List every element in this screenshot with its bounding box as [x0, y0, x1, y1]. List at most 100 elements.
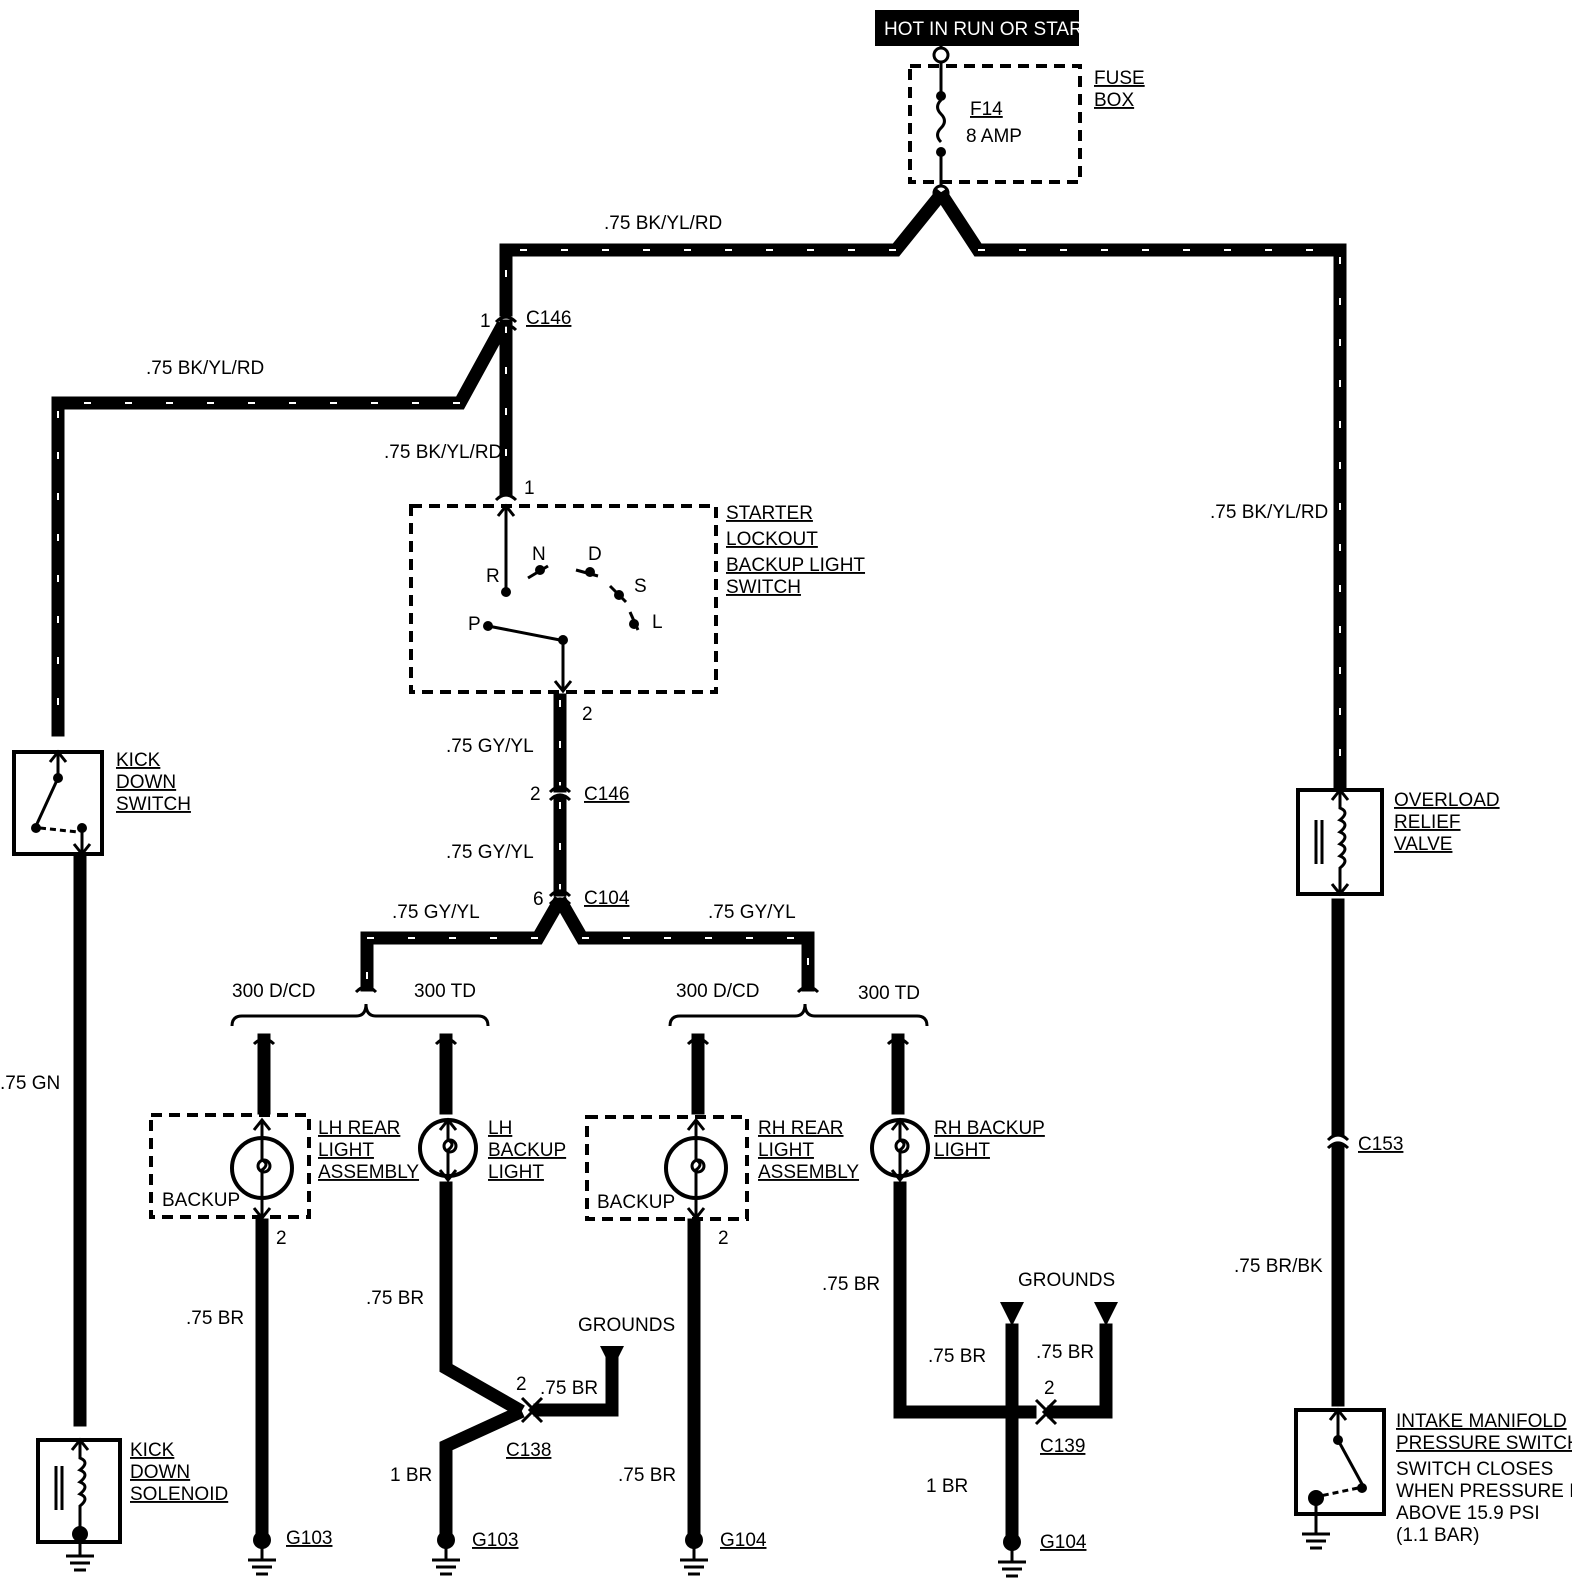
relief-label-2: RELIEF [1394, 812, 1461, 833]
switch-label-1: STARTER [726, 503, 813, 524]
variant-braces [230, 985, 929, 1046]
connector-labels: 1 C146 1 2 2 C146 6 C104 2 2 2 C138 2 C1… [276, 308, 1403, 1461]
switch-pos-p: P [468, 614, 481, 635]
wire-label-split-right: .75 GY/YL [708, 902, 796, 923]
wire-label-rh-backup-gnd: .75 BR [822, 1274, 880, 1295]
ground-triangles [600, 1302, 1118, 1370]
lh-rear-pin: 2 [276, 1228, 287, 1249]
fuse-box-title-1: FUSE [1094, 68, 1145, 89]
imp-note-2: WHEN PRESSURE IS [1396, 1481, 1572, 1502]
wire-label-c146-switch: .75 BK/YL/RD [384, 442, 502, 463]
grounds-lh-label: GROUNDS [578, 1315, 675, 1336]
wire-label-c146-c104: .75 GY/YL [446, 842, 534, 863]
imp-label-1: INTAKE MANIFOLD [1396, 1411, 1567, 1432]
imp-note-4: (1.1 BAR) [1396, 1525, 1479, 1546]
variant-left-b: 300 TD [414, 981, 476, 1002]
kick-sol-label-3: SOLENOID [130, 1484, 228, 1505]
switch-pos-l: L [652, 612, 663, 633]
wire-label-c138-out: 1 BR [390, 1465, 432, 1486]
rh-rear-light-assembly: BACKUP RH REAR LIGHT ASSEMBLY [585, 1115, 859, 1221]
wire-label-switch-out: .75 GY/YL [446, 736, 534, 757]
variant-labels: 300 D/CD 300 TD 300 D/CD 300 TD [232, 981, 920, 1004]
wire-label-left-branch: .75 BK/YL/RD [146, 358, 264, 379]
connector-marks [494, 315, 1350, 1150]
rh-rear-label-1: RH REAR [758, 1118, 844, 1139]
imp-label-2: PRESSURE SWITCH [1396, 1433, 1572, 1454]
lh-backup-inner-label: BACKUP [162, 1190, 240, 1211]
rh-backup-inner-label: BACKUP [597, 1192, 675, 1213]
kick-down-solenoid: KICK DOWN SOLENOID [36, 1437, 228, 1572]
lh-rear-label-3: ASSEMBLY [318, 1162, 419, 1183]
c139-pin: 2 [1044, 1378, 1055, 1399]
lh-backup-label-3: LIGHT [488, 1162, 544, 1183]
wires [51, 188, 1347, 1547]
lh-backup-label-1: LH [488, 1118, 512, 1139]
switch-pos-r: R [486, 566, 500, 587]
switch-label-2: LOCKOUT [726, 529, 818, 550]
wire-label-top-left: .75 BK/YL/RD [604, 213, 722, 234]
wire-label-right-riser: .75 BK/YL/RD [1210, 502, 1328, 523]
fuse-rating: 8 AMP [966, 126, 1022, 147]
fuse-box: F14 8 AMP FUSE BOX [908, 62, 1145, 202]
c138-pin: 2 [516, 1374, 527, 1395]
c104-label: C104 [584, 888, 630, 909]
rh-backup-label-1: RH BACKUP [934, 1118, 1045, 1139]
intake-manifold-pressure-switch: INTAKE MANIFOLD PRESSURE SWITCH SWITCH C… [1294, 1407, 1572, 1550]
lh-rear-label-2: LIGHT [318, 1140, 374, 1161]
lh-rear-light-assembly: BACKUP LH REAR LIGHT ASSEMBLY [149, 1113, 419, 1221]
variant-right-b: 300 TD [858, 983, 920, 1004]
switch-pos-d: D [588, 544, 602, 565]
c138-label: C138 [506, 1440, 551, 1461]
g104-a: G104 [720, 1530, 767, 1551]
kick-switch-label-3: SWITCH [116, 794, 191, 815]
c153-label: C153 [1358, 1134, 1403, 1155]
wire-label-c139-out: 1 BR [926, 1476, 968, 1497]
wire-label-rh-rear-gnd: .75 BR [618, 1465, 676, 1486]
wire-label-relief-out: .75 BR/BK [1234, 1256, 1323, 1277]
kick-sol-label-1: KICK [130, 1440, 175, 1461]
wire-label-kickdown: .75 GN [0, 1073, 60, 1094]
lh-rear-label-1: LH REAR [318, 1118, 400, 1139]
rh-backup-light: RH BACKUP LIGHT [870, 1117, 1045, 1183]
rh-rear-label-2: LIGHT [758, 1140, 814, 1161]
wire-label-c138-in: .75 BR [540, 1378, 598, 1399]
kick-switch-label-2: DOWN [116, 772, 176, 793]
rh-rear-pin: 2 [718, 1228, 729, 1249]
power-source-text: HOT IN RUN OR START [884, 19, 1094, 40]
rh-backup-label-2: LIGHT [934, 1140, 990, 1161]
c146-pin1: 1 [480, 311, 491, 332]
wire-label-c139-right: .75 BR [1036, 1342, 1094, 1363]
switch-label-4: SWITCH [726, 577, 801, 598]
c104-pin: 6 [533, 889, 544, 910]
switch-pos-s: S [634, 576, 647, 597]
g104-b: G104 [1040, 1532, 1087, 1553]
power-source-label: HOT IN RUN OR START [875, 10, 1094, 64]
relief-label-3: VALVE [1394, 834, 1452, 855]
kick-sol-label-2: DOWN [130, 1462, 190, 1483]
wire-label-c139-left: .75 BR [928, 1346, 986, 1367]
ground-labels: G103 G103 G104 G104 GROUNDS GROUNDS [286, 1270, 1115, 1553]
wire-labels: .75 BK/YL/RD .75 BK/YL/RD .75 BK/YL/RD .… [0, 213, 1328, 1497]
switch-label-3: BACKUP LIGHT [726, 555, 865, 576]
g103-a: G103 [286, 1528, 332, 1549]
wire-label-split-left: .75 GY/YL [392, 902, 480, 923]
switch-pin2: 2 [582, 704, 593, 725]
c146-top-label: C146 [526, 308, 571, 329]
wire-label-lh-rear-gnd: .75 BR [186, 1308, 244, 1329]
variant-right-a: 300 D/CD [676, 981, 759, 1002]
rh-rear-label-3: ASSEMBLY [758, 1162, 859, 1183]
overload-relief-valve: OVERLOAD RELIEF VALVE [1296, 787, 1500, 897]
kick-switch-label-1: KICK [116, 750, 161, 771]
switch-pin1: 1 [524, 478, 535, 499]
lh-backup-label-2: BACKUP [488, 1140, 566, 1161]
variant-left-a: 300 D/CD [232, 981, 315, 1002]
starter-lockout-switch: R N D S L P STARTER LOCKOUT BACKUP LIGHT… [409, 503, 865, 694]
c139-label: C139 [1040, 1436, 1085, 1457]
switch-pos-n: N [532, 544, 546, 565]
kick-down-switch: KICK DOWN SWITCH [12, 749, 191, 857]
fuse-box-title-2: BOX [1094, 90, 1134, 111]
fuse-id: F14 [970, 99, 1003, 120]
imp-note-3: ABOVE 15.9 PSI [1396, 1503, 1540, 1524]
c146-lower-label: C146 [584, 784, 629, 805]
